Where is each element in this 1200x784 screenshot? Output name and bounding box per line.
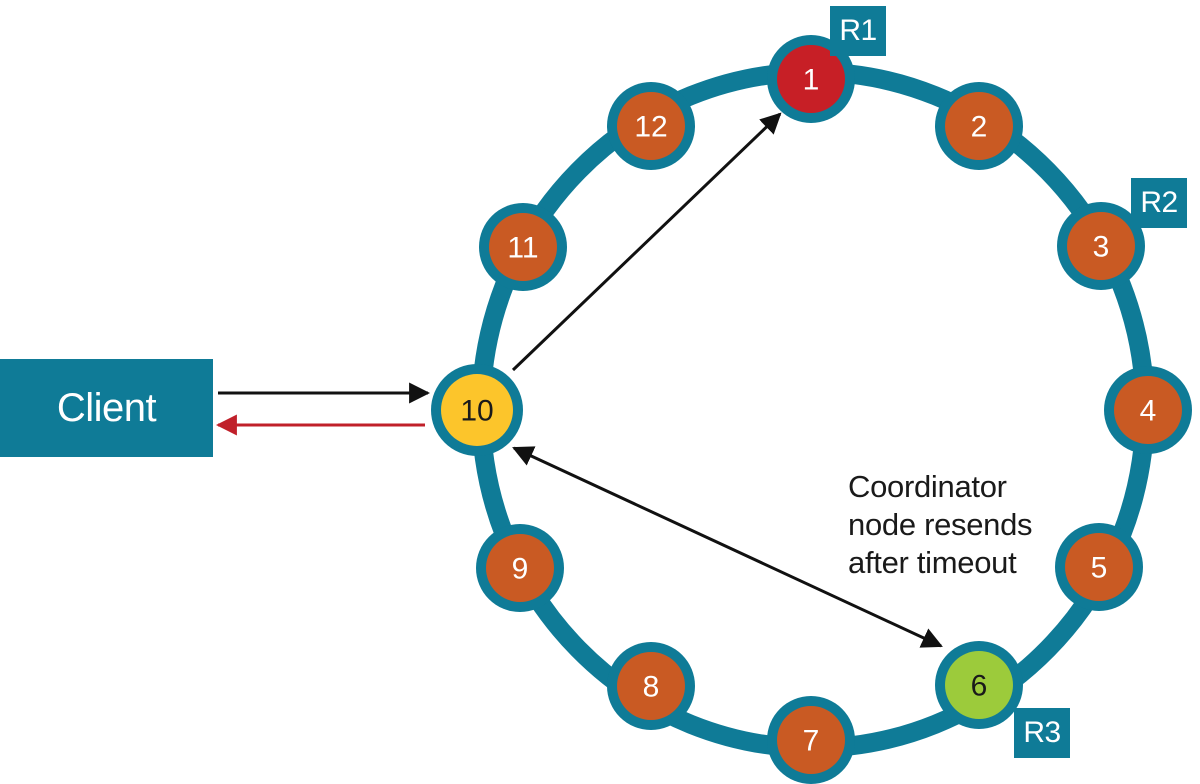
client-label: Client [56,385,157,430]
coordinator-node-6-resend-arrow [512,446,943,648]
ring-node-2: 2 [935,82,1023,170]
ring-node-7-label: 7 [803,725,820,758]
ring-node-10-label: 10 [460,395,493,428]
ring-node-12-body [617,92,685,160]
ring-node-3-label: 3 [1093,231,1110,264]
ring-node-6-body [945,651,1013,719]
ring-node-6: 6 [935,641,1023,729]
ring-node-11-body [489,213,557,281]
replica-tag-r2-label: R2 [1140,186,1178,219]
ring-node-4-body [1114,376,1182,444]
replica-tag-r2: R2 [1131,178,1187,228]
ring-node-1-label: 1 [803,64,820,97]
ring-node-9: 9 [476,524,564,612]
ring-node-1-body [777,45,845,113]
ring-node-9-label: 9 [512,553,529,586]
timeout-note-line-2: node resends [848,507,1033,542]
ring-node-5-body [1065,533,1133,601]
ring-node-4-label: 4 [1140,395,1157,428]
ring-node-5-label: 5 [1091,552,1108,585]
hash-ring [471,62,1155,758]
replica-tag-r3-label: R3 [1023,716,1061,749]
ring-node-10: 10 [431,364,523,456]
timeout-note-line-1: Coordinator [848,469,1007,504]
ring-node-9-body [486,534,554,602]
ring-node-12-label: 12 [634,111,667,144]
ring-node-11: 11 [479,203,567,291]
timeout-note: Coordinator node resends after timeout [848,468,1033,582]
ring-node-8: 8 [607,642,695,730]
replica-tag-r1: R1 [830,6,886,56]
ring-node-6-label: 6 [971,670,988,703]
ring-node-7-body [777,706,845,774]
ring-node-7: 7 [767,696,855,784]
ring-node-8-body [617,652,685,720]
ring-node-2-body [945,92,1013,160]
ring-node-8-label: 8 [643,671,660,704]
ring-node-4: 4 [1104,366,1192,454]
ring-node-11-label: 11 [507,232,538,265]
ring-node-1: 1 [767,35,855,123]
replica-tag-r1-label: R1 [839,14,877,47]
client-box: Client [0,359,213,457]
ring-node-2-label: 2 [971,111,988,144]
ring-node-3-body [1067,212,1135,280]
ring-node-12: 12 [607,82,695,170]
replica-tag-r3: R3 [1014,708,1070,758]
ring-node-5: 5 [1055,523,1143,611]
ring-node-3: 3 [1057,202,1145,290]
timeout-note-line-3: after timeout [848,545,1017,580]
coordinator-to-node-1-arrow [511,112,782,372]
ring-node-10-body [441,374,513,446]
